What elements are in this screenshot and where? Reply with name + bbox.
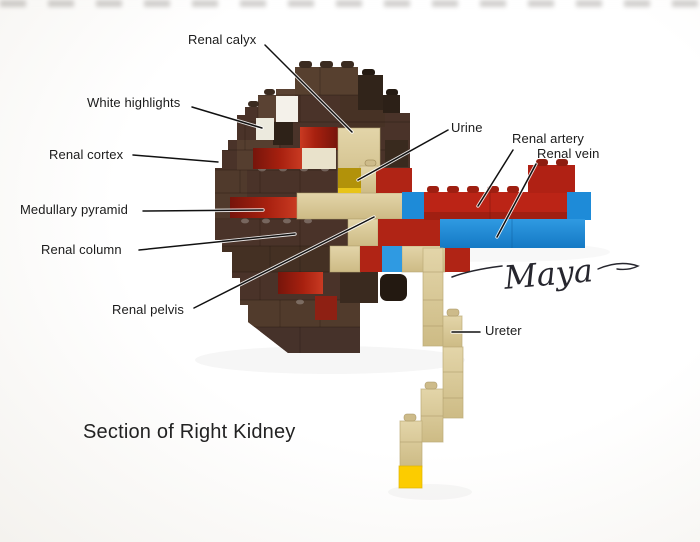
label-renal-calyx: Renal calyx [188, 32, 257, 47]
label-renal-cortex: Renal cortex [49, 147, 124, 162]
cream-brick [302, 148, 336, 169]
label-renal-artery: Renal artery [512, 131, 585, 146]
medullary-pyramid-bricks [230, 127, 338, 320]
renal-artery-bricks [424, 159, 591, 220]
hilum-dark-brick [380, 274, 407, 301]
hilum-vessel-bricks [360, 168, 470, 272]
renal-vein-bricks [440, 219, 585, 248]
label-urine: Urine [451, 120, 483, 135]
ureter-tip-yellow-brick [398, 465, 423, 489]
figure-title: Section of Right Kidney [83, 421, 296, 443]
renal-vein-leader [496, 163, 537, 238]
ureter-studs [403, 308, 460, 422]
renal-cortex-leader [132, 154, 219, 163]
top-studs [248, 61, 398, 107]
svg-text:Maya: Maya [501, 251, 594, 297]
label-ureter: Ureter [485, 323, 522, 338]
renal-column-leader [138, 233, 296, 251]
label-medullary-pyramid: Medullary pyramid [20, 202, 128, 217]
renal-calyx-leader [264, 44, 353, 133]
label-renal-column: Renal column [41, 242, 122, 257]
renal-artery-leader [477, 149, 514, 207]
white-highlight-bricks [256, 96, 298, 140]
tan-stud [364, 159, 377, 167]
photo-edge-artifact [0, 0, 700, 7]
white-highlights-leader [191, 106, 263, 129]
artist-signature: Maya [451, 251, 640, 297]
label-renal-pelvis: Renal pelvis [112, 302, 185, 317]
urine-brick [338, 168, 361, 193]
blue-end-brick [567, 192, 591, 220]
renal-pelvis-leader [193, 216, 375, 309]
artery-studs [427, 186, 519, 193]
urine-leader [357, 129, 449, 181]
label-white-highlights: White highlights [87, 95, 181, 110]
medullary-pyramid-leader [142, 209, 264, 212]
label-renal-vein: Renal vein [537, 146, 600, 161]
ureter-bricks [398, 247, 464, 489]
leader-lines [131, 43, 538, 334]
